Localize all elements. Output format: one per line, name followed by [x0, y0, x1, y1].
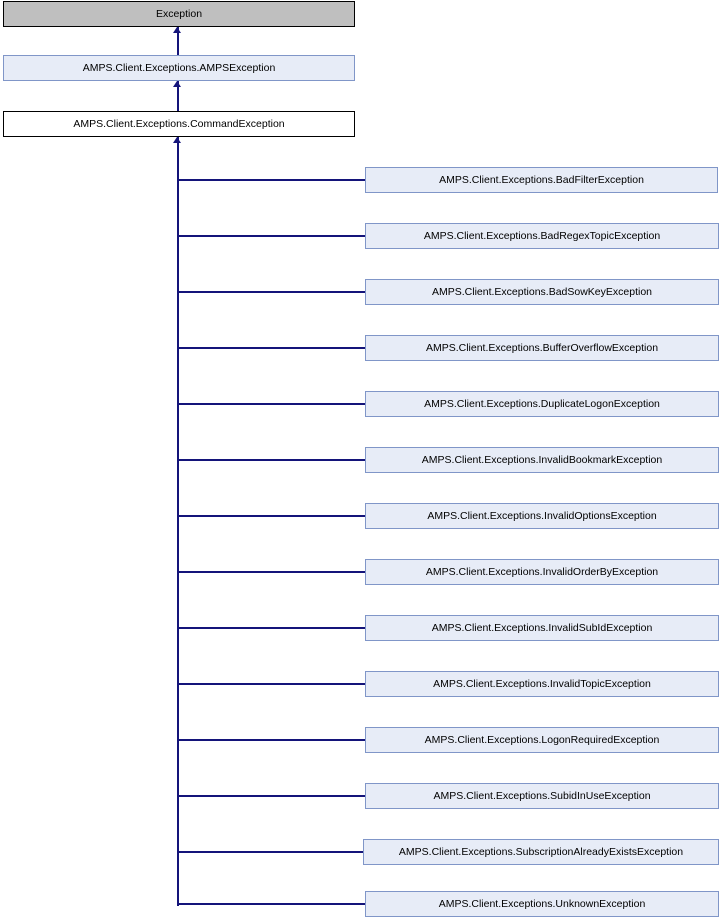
derived-class-label-0: AMPS.Client.Exceptions.BadFilterExceptio… — [439, 174, 644, 186]
branch-line-9 — [177, 683, 365, 685]
derived-class-label-5: AMPS.Client.Exceptions.InvalidBookmarkEx… — [421, 454, 663, 466]
derived-class-label-11: AMPS.Client.Exceptions.SubidInUseExcepti… — [433, 790, 651, 802]
branch-line-12 — [177, 851, 363, 853]
class-node-label-2: AMPS.Client.Exceptions.CommandException — [73, 118, 285, 130]
branch-line-8 — [177, 627, 365, 629]
inheritance-trunk — [177, 137, 179, 906]
derived-class-node-2[interactable]: AMPS.Client.Exceptions.BadSowKeyExceptio… — [365, 279, 719, 305]
branch-line-3 — [177, 347, 365, 349]
derived-class-node-8[interactable]: AMPS.Client.Exceptions.InvalidSubIdExcep… — [365, 615, 719, 641]
derived-class-label-1: AMPS.Client.Exceptions.BadRegexTopicExce… — [423, 230, 661, 242]
derived-class-node-12[interactable]: AMPS.Client.Exceptions.SubscriptionAlrea… — [363, 839, 719, 865]
derived-class-label-2: AMPS.Client.Exceptions.BadSowKeyExceptio… — [431, 286, 653, 298]
derived-class-label-8: AMPS.Client.Exceptions.InvalidSubIdExcep… — [431, 622, 653, 634]
derived-class-label-12: AMPS.Client.Exceptions.SubscriptionAlrea… — [398, 846, 684, 858]
derived-class-node-1[interactable]: AMPS.Client.Exceptions.BadRegexTopicExce… — [365, 223, 719, 249]
branch-line-0 — [177, 179, 365, 181]
derived-class-node-7[interactable]: AMPS.Client.Exceptions.InvalidOrderByExc… — [365, 559, 719, 585]
class-node-label-0: Exception — [155, 8, 203, 20]
inheritance-link-2 — [177, 81, 179, 111]
derived-class-node-6[interactable]: AMPS.Client.Exceptions.InvalidOptionsExc… — [365, 503, 719, 529]
inheritance-arrow-1 — [173, 27, 181, 33]
branch-line-11 — [177, 795, 365, 797]
branch-line-13 — [177, 903, 365, 905]
class-node-0[interactable]: Exception — [3, 1, 355, 27]
derived-class-label-9: AMPS.Client.Exceptions.InvalidTopicExcep… — [433, 678, 651, 690]
derived-class-node-13[interactable]: AMPS.Client.Exceptions.UnknownException — [365, 891, 719, 917]
derived-class-node-11[interactable]: AMPS.Client.Exceptions.SubidInUseExcepti… — [365, 783, 719, 809]
branch-line-5 — [177, 459, 365, 461]
derived-class-label-4: AMPS.Client.Exceptions.DuplicateLogonExc… — [424, 398, 660, 410]
derived-class-node-0[interactable]: AMPS.Client.Exceptions.BadFilterExceptio… — [365, 167, 718, 193]
branch-line-1 — [177, 235, 365, 237]
inheritance-arrow-2 — [173, 81, 181, 87]
class-node-2[interactable]: AMPS.Client.Exceptions.CommandException — [3, 111, 355, 137]
branch-line-10 — [177, 739, 365, 741]
derived-class-label-7: AMPS.Client.Exceptions.InvalidOrderByExc… — [425, 566, 659, 578]
derived-class-label-13: AMPS.Client.Exceptions.UnknownException — [438, 898, 646, 910]
derived-class-node-9[interactable]: AMPS.Client.Exceptions.InvalidTopicExcep… — [365, 671, 719, 697]
branch-line-6 — [177, 515, 365, 517]
derived-class-node-10[interactable]: AMPS.Client.Exceptions.LogonRequiredExce… — [365, 727, 719, 753]
branch-line-4 — [177, 403, 365, 405]
derived-class-node-3[interactable]: AMPS.Client.Exceptions.BufferOverflowExc… — [365, 335, 719, 361]
branch-line-2 — [177, 291, 365, 293]
class-node-label-1: AMPS.Client.Exceptions.AMPSException — [82, 62, 276, 74]
derived-class-label-3: AMPS.Client.Exceptions.BufferOverflowExc… — [425, 342, 659, 354]
derived-class-node-4[interactable]: AMPS.Client.Exceptions.DuplicateLogonExc… — [365, 391, 719, 417]
inheritance-link-1 — [177, 27, 179, 55]
branch-line-7 — [177, 571, 365, 573]
derived-class-node-5[interactable]: AMPS.Client.Exceptions.InvalidBookmarkEx… — [365, 447, 719, 473]
class-node-1[interactable]: AMPS.Client.Exceptions.AMPSException — [3, 55, 355, 81]
derived-class-label-10: AMPS.Client.Exceptions.LogonRequiredExce… — [424, 734, 660, 746]
derived-class-label-6: AMPS.Client.Exceptions.InvalidOptionsExc… — [427, 510, 657, 522]
